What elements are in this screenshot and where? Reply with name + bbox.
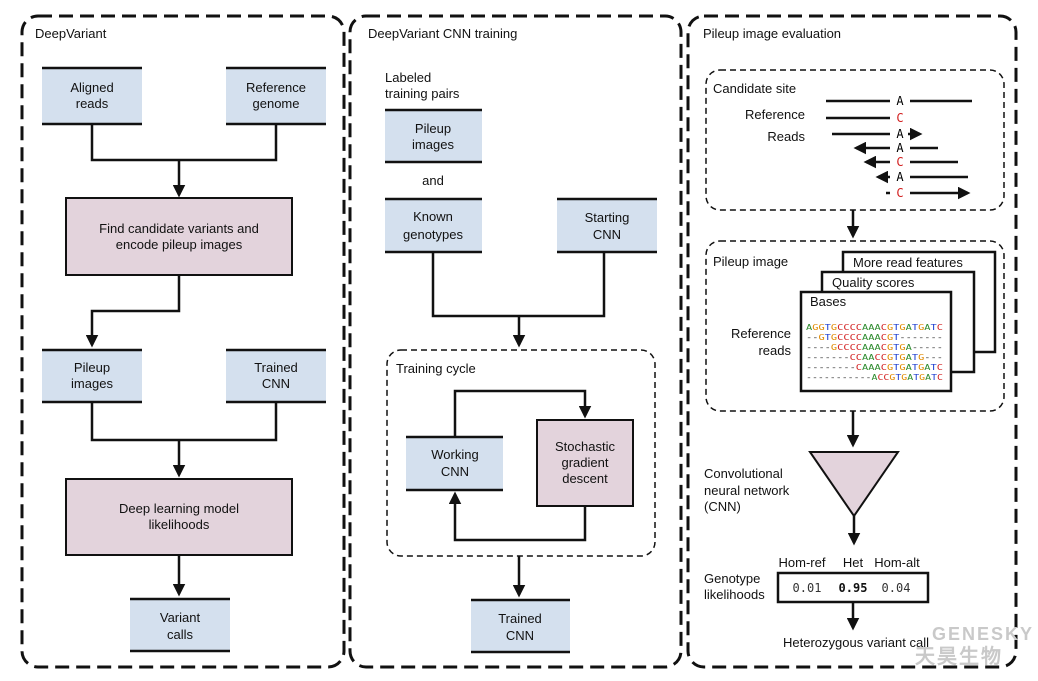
merge-connector-2 [90, 402, 278, 442]
find-candidates-box: Find candidate variants and encode pileu… [65, 197, 293, 276]
trained-cnn-box-1: Trained CNN [226, 348, 326, 404]
deep-learning-box: Deep learning model likelihoods [65, 478, 293, 556]
pileup-sequence-row: --------CAAACGTGATGATC [806, 363, 943, 372]
starting-cnn-box: Starting CNN [557, 197, 657, 254]
trained-cnn-box-2: Trained CNN [471, 598, 570, 654]
svg-text:C: C [896, 186, 903, 200]
svg-text:Trained: Trained [254, 360, 298, 375]
cnn-label-2: neural network [704, 483, 790, 498]
svg-text:Working: Working [431, 447, 478, 462]
genotype-label-2: likelihoods [704, 587, 765, 602]
svg-text:genotypes: genotypes [403, 227, 463, 242]
svg-text:CNN: CNN [506, 628, 534, 643]
cnn-label-3: (CNN) [704, 499, 741, 514]
genotype-het: Het [843, 555, 864, 570]
watermark-latin: GENESKY [932, 624, 1034, 644]
svg-text:Deep learning model: Deep learning model [119, 501, 239, 516]
training-cycle-box [386, 349, 656, 557]
sgd-box: Stochastic gradient descent [536, 419, 634, 507]
merge-connector-3 [431, 252, 606, 318]
svg-text:likelihoods: likelihoods [149, 517, 210, 532]
svg-text:genome: genome [253, 96, 300, 111]
candidate-site-label: Candidate site [713, 81, 796, 96]
candidate-reads-graphic: A C A A C A C [826, 94, 972, 200]
and-label: and [422, 173, 444, 188]
labeled-pairs-label: Labeled [385, 70, 431, 85]
likelihood-hom-alt: 0.04 [882, 581, 911, 595]
svg-text:images: images [412, 137, 454, 152]
likelihood-box [776, 571, 930, 604]
svg-text:Known: Known [413, 209, 453, 224]
pileup-image-label: Pileup image [713, 254, 788, 269]
genotype-hom-ref: Hom-ref [779, 555, 826, 570]
svg-text:C: C [896, 155, 903, 169]
svg-text:Pileup: Pileup [415, 121, 451, 136]
svg-text:images: images [71, 376, 113, 391]
svg-text:A: A [896, 141, 904, 155]
cnn-training-panel-title: DeepVariant CNN training [368, 26, 517, 41]
svg-text:Aligned: Aligned [70, 80, 113, 95]
pileup-sequence-row: -------CCAACCGTGATG--- [806, 353, 943, 362]
svg-text:CNN: CNN [441, 464, 469, 479]
svg-text:Stochastic: Stochastic [555, 439, 615, 454]
svg-text:reads: reads [76, 96, 109, 111]
svg-text:Starting: Starting [585, 210, 630, 225]
pileup-sequence-row: -----------ACCGTGATGATC [806, 373, 943, 382]
pileup-evaluation-panel [686, 14, 1018, 669]
svg-text:More read features: More read features [853, 255, 963, 270]
reads-label: Reads [767, 129, 805, 144]
cnn-label: Convolutional [704, 466, 783, 481]
likelihood-het: 0.95 [839, 581, 868, 595]
pileup-image-box [705, 240, 1005, 412]
svg-text:Variant: Variant [160, 610, 201, 625]
cycle-arrow-top [453, 389, 592, 437]
variant-calls-box: Variant calls [130, 597, 230, 653]
pileup-sequence-row: ----GCCCCAAACGTGA----- [806, 343, 943, 352]
svg-text:Trained: Trained [498, 611, 542, 626]
working-cnn-box: Working CNN [406, 435, 503, 492]
pileup-sequence-row: AGGTGCCCCAAACGTGATGATC [806, 323, 943, 332]
svg-text:descent: descent [562, 471, 608, 486]
candidate-site-box [705, 69, 1005, 211]
svg-text:Reference: Reference [246, 80, 306, 95]
watermark-chinese: 天昊生物 [915, 644, 1003, 668]
reference-genome-box: Reference genome [226, 66, 326, 126]
svg-text:A: A [896, 127, 904, 141]
svg-text:C: C [896, 111, 903, 125]
result-label: Heterozygous variant call [783, 635, 929, 650]
svg-text:Pileup: Pileup [74, 360, 110, 375]
feature-stack: More read features Quality scores Bases … [799, 250, 997, 393]
labeled-pairs-label-2: training pairs [385, 86, 460, 101]
svg-text:calls: calls [167, 627, 194, 642]
arrow-to-pileup-images [85, 275, 181, 348]
svg-text:Bases: Bases [810, 294, 847, 309]
svg-text:Quality scores: Quality scores [832, 275, 915, 290]
pileup-sequence-row: --GTGCCCCAAACGT------- [806, 333, 943, 342]
genotype-hom-alt: Hom-alt [874, 555, 920, 570]
svg-text:encode pileup images: encode pileup images [116, 237, 243, 252]
cycle-arrow-bottom [448, 491, 587, 542]
deepvariant-panel-title: DeepVariant [35, 26, 107, 41]
training-cycle-label: Training cycle [396, 361, 476, 376]
reference-label: Reference [745, 107, 805, 122]
cnn-training-panel [348, 14, 683, 669]
svg-text:A: A [896, 94, 904, 108]
pileup-evaluation-panel-title: Pileup image evaluation [703, 26, 841, 41]
svg-text:A: A [896, 170, 904, 184]
likelihood-hom-ref: 0.01 [793, 581, 822, 595]
pileup-images-box-2: Pileup images [385, 108, 482, 164]
svg-text:Find candidate variants and: Find candidate variants and [99, 221, 259, 236]
ref-reads-label: Reference [731, 326, 791, 341]
merge-connector-1 [90, 124, 278, 162]
pileup-images-box-1: Pileup images [42, 348, 142, 404]
ref-reads-label-2: reads [758, 343, 791, 358]
genotype-label: Genotype [704, 571, 760, 586]
cnn-triangle [808, 451, 900, 518]
deepvariant-panel [20, 14, 346, 669]
svg-text:CNN: CNN [262, 376, 290, 391]
known-genotypes-box: Known genotypes [385, 197, 482, 254]
svg-text:CNN: CNN [593, 227, 621, 242]
aligned-reads-box: Aligned reads [42, 66, 142, 126]
svg-text:gradient: gradient [562, 455, 609, 470]
